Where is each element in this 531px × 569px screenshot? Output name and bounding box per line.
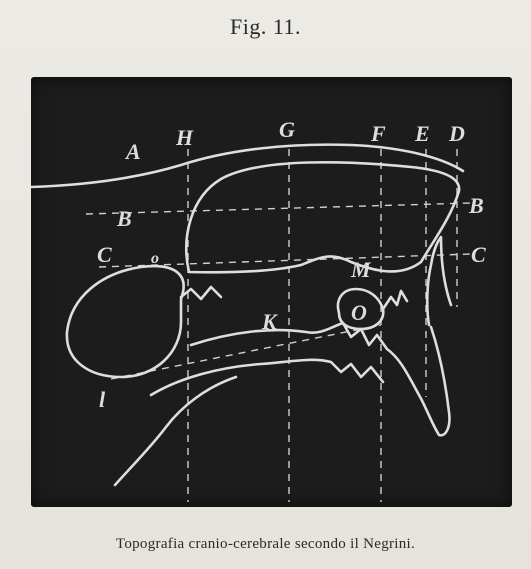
label-l: l [99, 387, 106, 412]
brain-topography-diagram: A H G F E D B B C C o K M O l [31, 77, 512, 507]
label-e: E [414, 121, 430, 146]
label-b-left: B [116, 206, 132, 231]
ear-region-detail [383, 291, 407, 309]
label-f: F [370, 121, 386, 146]
orbit-outline [67, 266, 184, 377]
label-c-right: C [471, 242, 486, 267]
label-k: K [261, 309, 278, 334]
horizontal-guide-lines [86, 203, 471, 379]
skull-base-contour [151, 360, 383, 395]
line-b [86, 203, 471, 214]
figure-plate: A H G F E D B B C C o K M O l [31, 77, 512, 507]
label-o-small: o [151, 250, 159, 267]
cerebrum-outline [186, 162, 459, 272]
label-o-center: O [351, 300, 367, 325]
mandible-outline [115, 377, 236, 485]
label-b-right: B [468, 193, 484, 218]
label-h: H [175, 125, 194, 150]
label-d: D [448, 121, 465, 146]
label-a: A [124, 139, 141, 164]
vertical-guide-lines [188, 149, 457, 502]
figure-caption: Topografia cranio-cerebrale secondo il N… [0, 536, 531, 553]
figure-label: Fig. 11. [0, 14, 531, 40]
occipital-spike [427, 237, 451, 325]
sphenoid-ridge [181, 287, 221, 299]
label-g: G [279, 117, 295, 142]
label-m: M [350, 257, 372, 282]
label-c-left: C [97, 242, 112, 267]
anatomical-outlines [31, 145, 463, 485]
